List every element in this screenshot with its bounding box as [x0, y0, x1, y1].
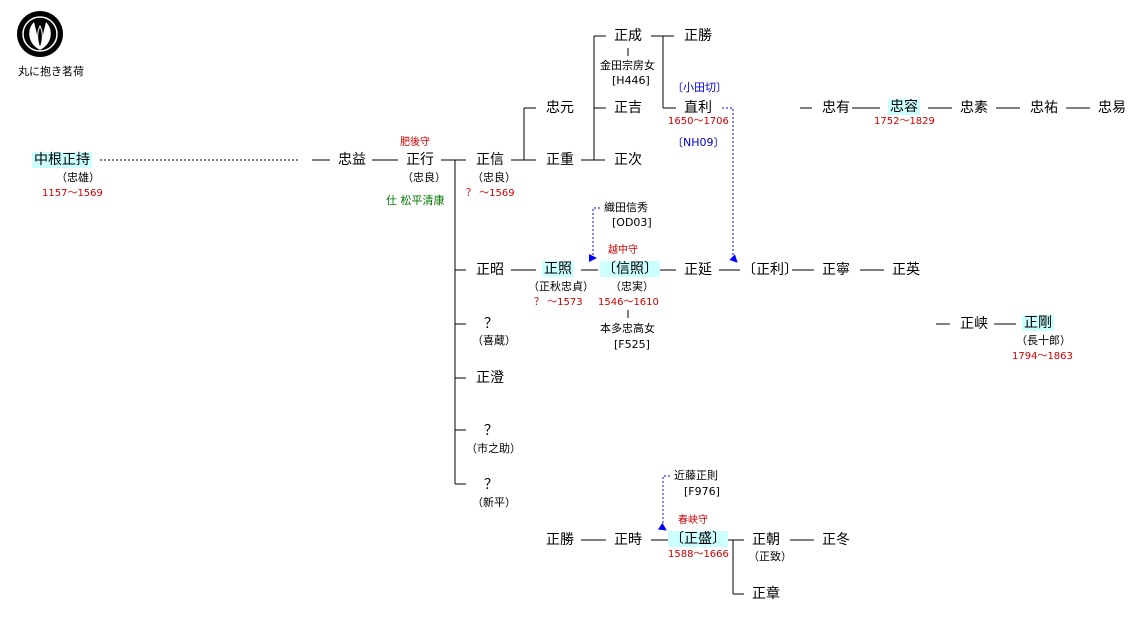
- person-masateru-alias: （正秋忠貞）: [528, 280, 594, 293]
- person-masatomo-alias: （正致）: [748, 550, 792, 563]
- person-mochitada-alias: （忠雄）: [56, 171, 100, 184]
- person-kondo[interactable]: 近藤正則: [674, 469, 718, 482]
- person-unk3[interactable]: ？: [484, 477, 498, 493]
- person-tadayasu2[interactable]: 忠易: [1098, 100, 1126, 116]
- person-masahide[interactable]: 正英: [892, 262, 920, 278]
- person-unk1-alias: （喜蔵）: [472, 334, 516, 347]
- person-nobuteru-years: 1546～1610: [598, 297, 659, 308]
- person-masamine[interactable]: 正峡: [960, 316, 988, 332]
- person-masakatsu-a[interactable]: 正勝: [684, 28, 712, 44]
- person-masakatsu-b[interactable]: 正勝: [546, 532, 574, 548]
- person-masatake-years: 1794～1863: [1012, 351, 1073, 362]
- person-masanobu-alias: （忠良）: [472, 171, 516, 184]
- person-masamori[interactable]: 〔正盛〕: [668, 531, 728, 547]
- person-tadayasu[interactable]: 忠容: [888, 99, 920, 115]
- person-naotoshi-years: 1650～1706: [668, 116, 729, 127]
- person-naotoshi-ref[interactable]: 〔NH09〕: [672, 136, 725, 149]
- person-nobuteru-alias: （忠実）: [610, 280, 654, 293]
- person-nobuteru-title: 越中守: [608, 245, 638, 256]
- person-masazumi[interactable]: 正澄: [476, 370, 504, 386]
- person-masanari-spouse-ref: [H446]: [612, 74, 650, 87]
- person-masatake-alias: （長十郎）: [1016, 334, 1071, 347]
- person-unk1[interactable]: ？: [484, 316, 498, 332]
- person-masayuki-service: 仕 松平清康: [386, 194, 445, 207]
- person-masashige[interactable]: 正重: [546, 152, 574, 168]
- person-masayoshi[interactable]: 正吉: [614, 100, 642, 116]
- person-oda-ref: [OD03]: [612, 216, 652, 229]
- person-tadamoto2[interactable]: 忠素: [960, 100, 988, 116]
- person-masayuki[interactable]: 正行: [406, 152, 434, 168]
- person-masayuki-title: 肥後守: [400, 137, 430, 148]
- person-naotoshi[interactable]: 直利: [684, 100, 712, 116]
- person-masayasu[interactable]: 正寧: [822, 262, 850, 278]
- person-masatake[interactable]: 正剛: [1022, 315, 1054, 331]
- person-masateru-years: ？ ～1573: [534, 297, 583, 308]
- person-masateru[interactable]: 正照: [542, 261, 574, 277]
- person-nobuteru-spouse: 本多忠高女: [600, 322, 655, 335]
- person-masamori-title: 春峡守: [678, 515, 708, 526]
- person-unk3-alias: （新平）: [472, 496, 516, 509]
- crest-label: 丸に抱き茗荷: [18, 65, 84, 78]
- person-masanobu-years: ？ ～1569: [466, 188, 515, 199]
- person-masatoki[interactable]: 正時: [614, 532, 642, 548]
- person-masatomo[interactable]: 正朝: [752, 532, 780, 548]
- person-masanobu2[interactable]: 正延: [684, 262, 712, 278]
- person-masayuki-alias: （忠良）: [402, 171, 446, 184]
- person-nobuteru-spouse-ref: [F525]: [614, 338, 650, 351]
- person-masaaki[interactable]: 正昭: [476, 262, 504, 278]
- person-masamori-years: 1588～1666: [668, 549, 729, 560]
- person-tadamasu[interactable]: 忠益: [338, 152, 366, 168]
- person-masanari[interactable]: 正成: [614, 28, 642, 44]
- person-tadaari[interactable]: 忠有: [822, 100, 850, 116]
- person-tadasuke[interactable]: 忠祐: [1030, 100, 1058, 116]
- person-kondo-ref: [F976]: [684, 485, 720, 498]
- person-oda[interactable]: 織田信秀: [604, 201, 648, 214]
- person-naotoshi-note: 〔小田切〕: [672, 81, 727, 94]
- person-unk2-alias: （市之助）: [466, 442, 521, 455]
- person-masaaki2[interactable]: 正章: [752, 586, 780, 602]
- person-tadamoto[interactable]: 忠元: [546, 100, 574, 116]
- person-tadayasu-years: 1752～1829: [874, 116, 935, 127]
- maru-ni-dakimyoga-crest-icon: [16, 10, 64, 58]
- person-mochitada[interactable]: 中根正持: [32, 152, 92, 168]
- person-masanari-spouse: 金田宗房女: [600, 59, 655, 72]
- person-masatsugu[interactable]: 正次: [614, 152, 642, 168]
- person-masafuyu[interactable]: 正冬: [822, 532, 850, 548]
- person-masatoshi[interactable]: 〔正利〕: [742, 262, 798, 278]
- person-unk2[interactable]: ？: [484, 423, 498, 439]
- person-masanobu[interactable]: 正信: [476, 152, 504, 168]
- person-nobuteru[interactable]: 〔信照〕: [600, 261, 660, 277]
- person-mochitada-years: 1157～1569: [42, 188, 103, 199]
